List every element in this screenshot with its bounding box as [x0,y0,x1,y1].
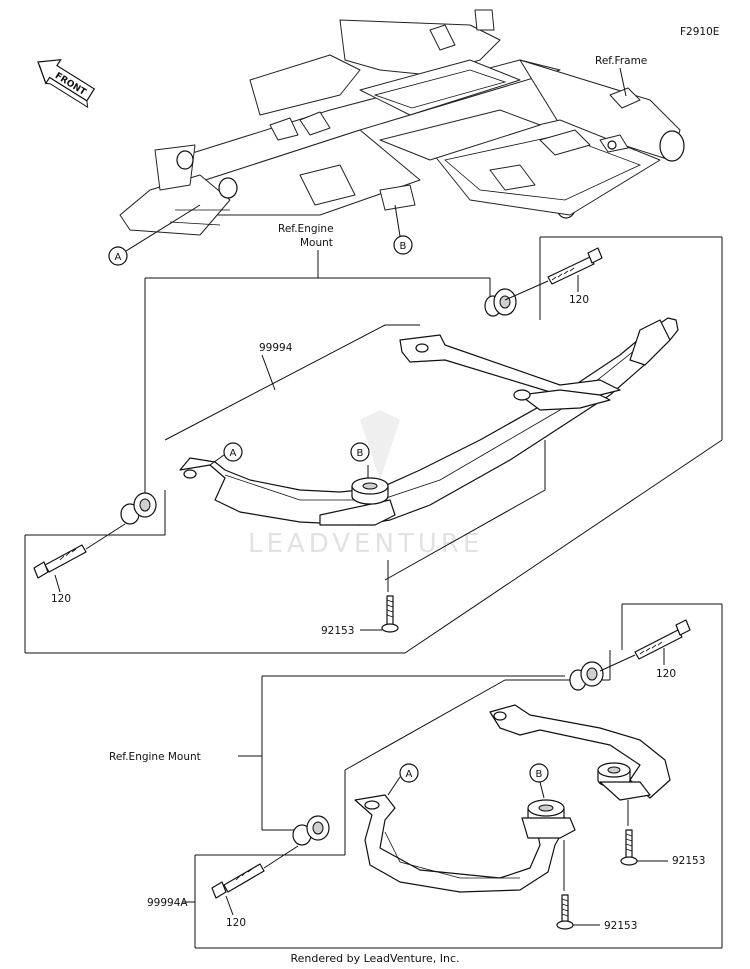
ref-engine-mount-lower-label: Ref.Engine Mount [109,751,201,763]
bolt-lower-right [599,619,691,672]
callout-b-top: B [393,204,413,255]
ref-engine-mount-line2: Mount [300,237,333,249]
svg-text:B: B [357,448,364,459]
lower-kit-group: A B [194,603,723,949]
svg-text:B: B [536,769,543,780]
svg-text:A: A [230,448,237,459]
bolt-120-lower-left-label: 120 [226,917,246,929]
bolt-upper-right [504,247,603,301]
svg-text:A: A [406,769,413,780]
kit-99994a-label: 99994A [147,897,188,909]
callout-a-lower: A [387,763,419,796]
bolt-120-lower-right-label: 120 [656,668,676,680]
bolt-120-upper-left-label: 120 [51,593,71,605]
svg-text:A: A [115,252,122,263]
screw-92153-upper-label: 92153 [321,625,354,637]
front-arrow-icon: FRONT [37,58,96,109]
bolt-120-upper-right-label: 120 [569,294,589,306]
collar-upper-left [120,492,157,525]
frame-assembly [119,9,685,236]
bolt-lower-left [211,845,299,899]
watermark: LEADVENTURE [248,410,483,559]
screw-92153-lower-mid-label: 92153 [604,920,637,932]
figure-code: F2910E [680,26,719,38]
screw-92153-lower-right-label: 92153 [672,855,705,867]
bolt-upper-left [33,523,126,579]
footer-credit: Rendered by LeadVenture, Inc. [290,952,460,965]
callout-b-upper: B [350,442,370,462]
screw-lower-right [620,800,638,866]
upper-kit-group: A B [24,236,723,654]
screw-upper [381,560,399,633]
watermark-text: LEADVENTURE [248,529,483,559]
ref-frame-label: Ref.Frame [595,55,647,67]
svg-text:B: B [400,241,407,252]
screw-lower-mid [556,840,574,930]
collar-lower-left [292,815,330,846]
callout-a-upper: A [209,442,243,466]
callout-a-top: A [108,204,201,266]
collar-lower-right [569,661,604,691]
kit-99994-label: 99994 [259,342,293,354]
callout-b-lower: B [529,763,549,799]
ref-engine-mount-line1: Ref.Engine [278,223,334,235]
